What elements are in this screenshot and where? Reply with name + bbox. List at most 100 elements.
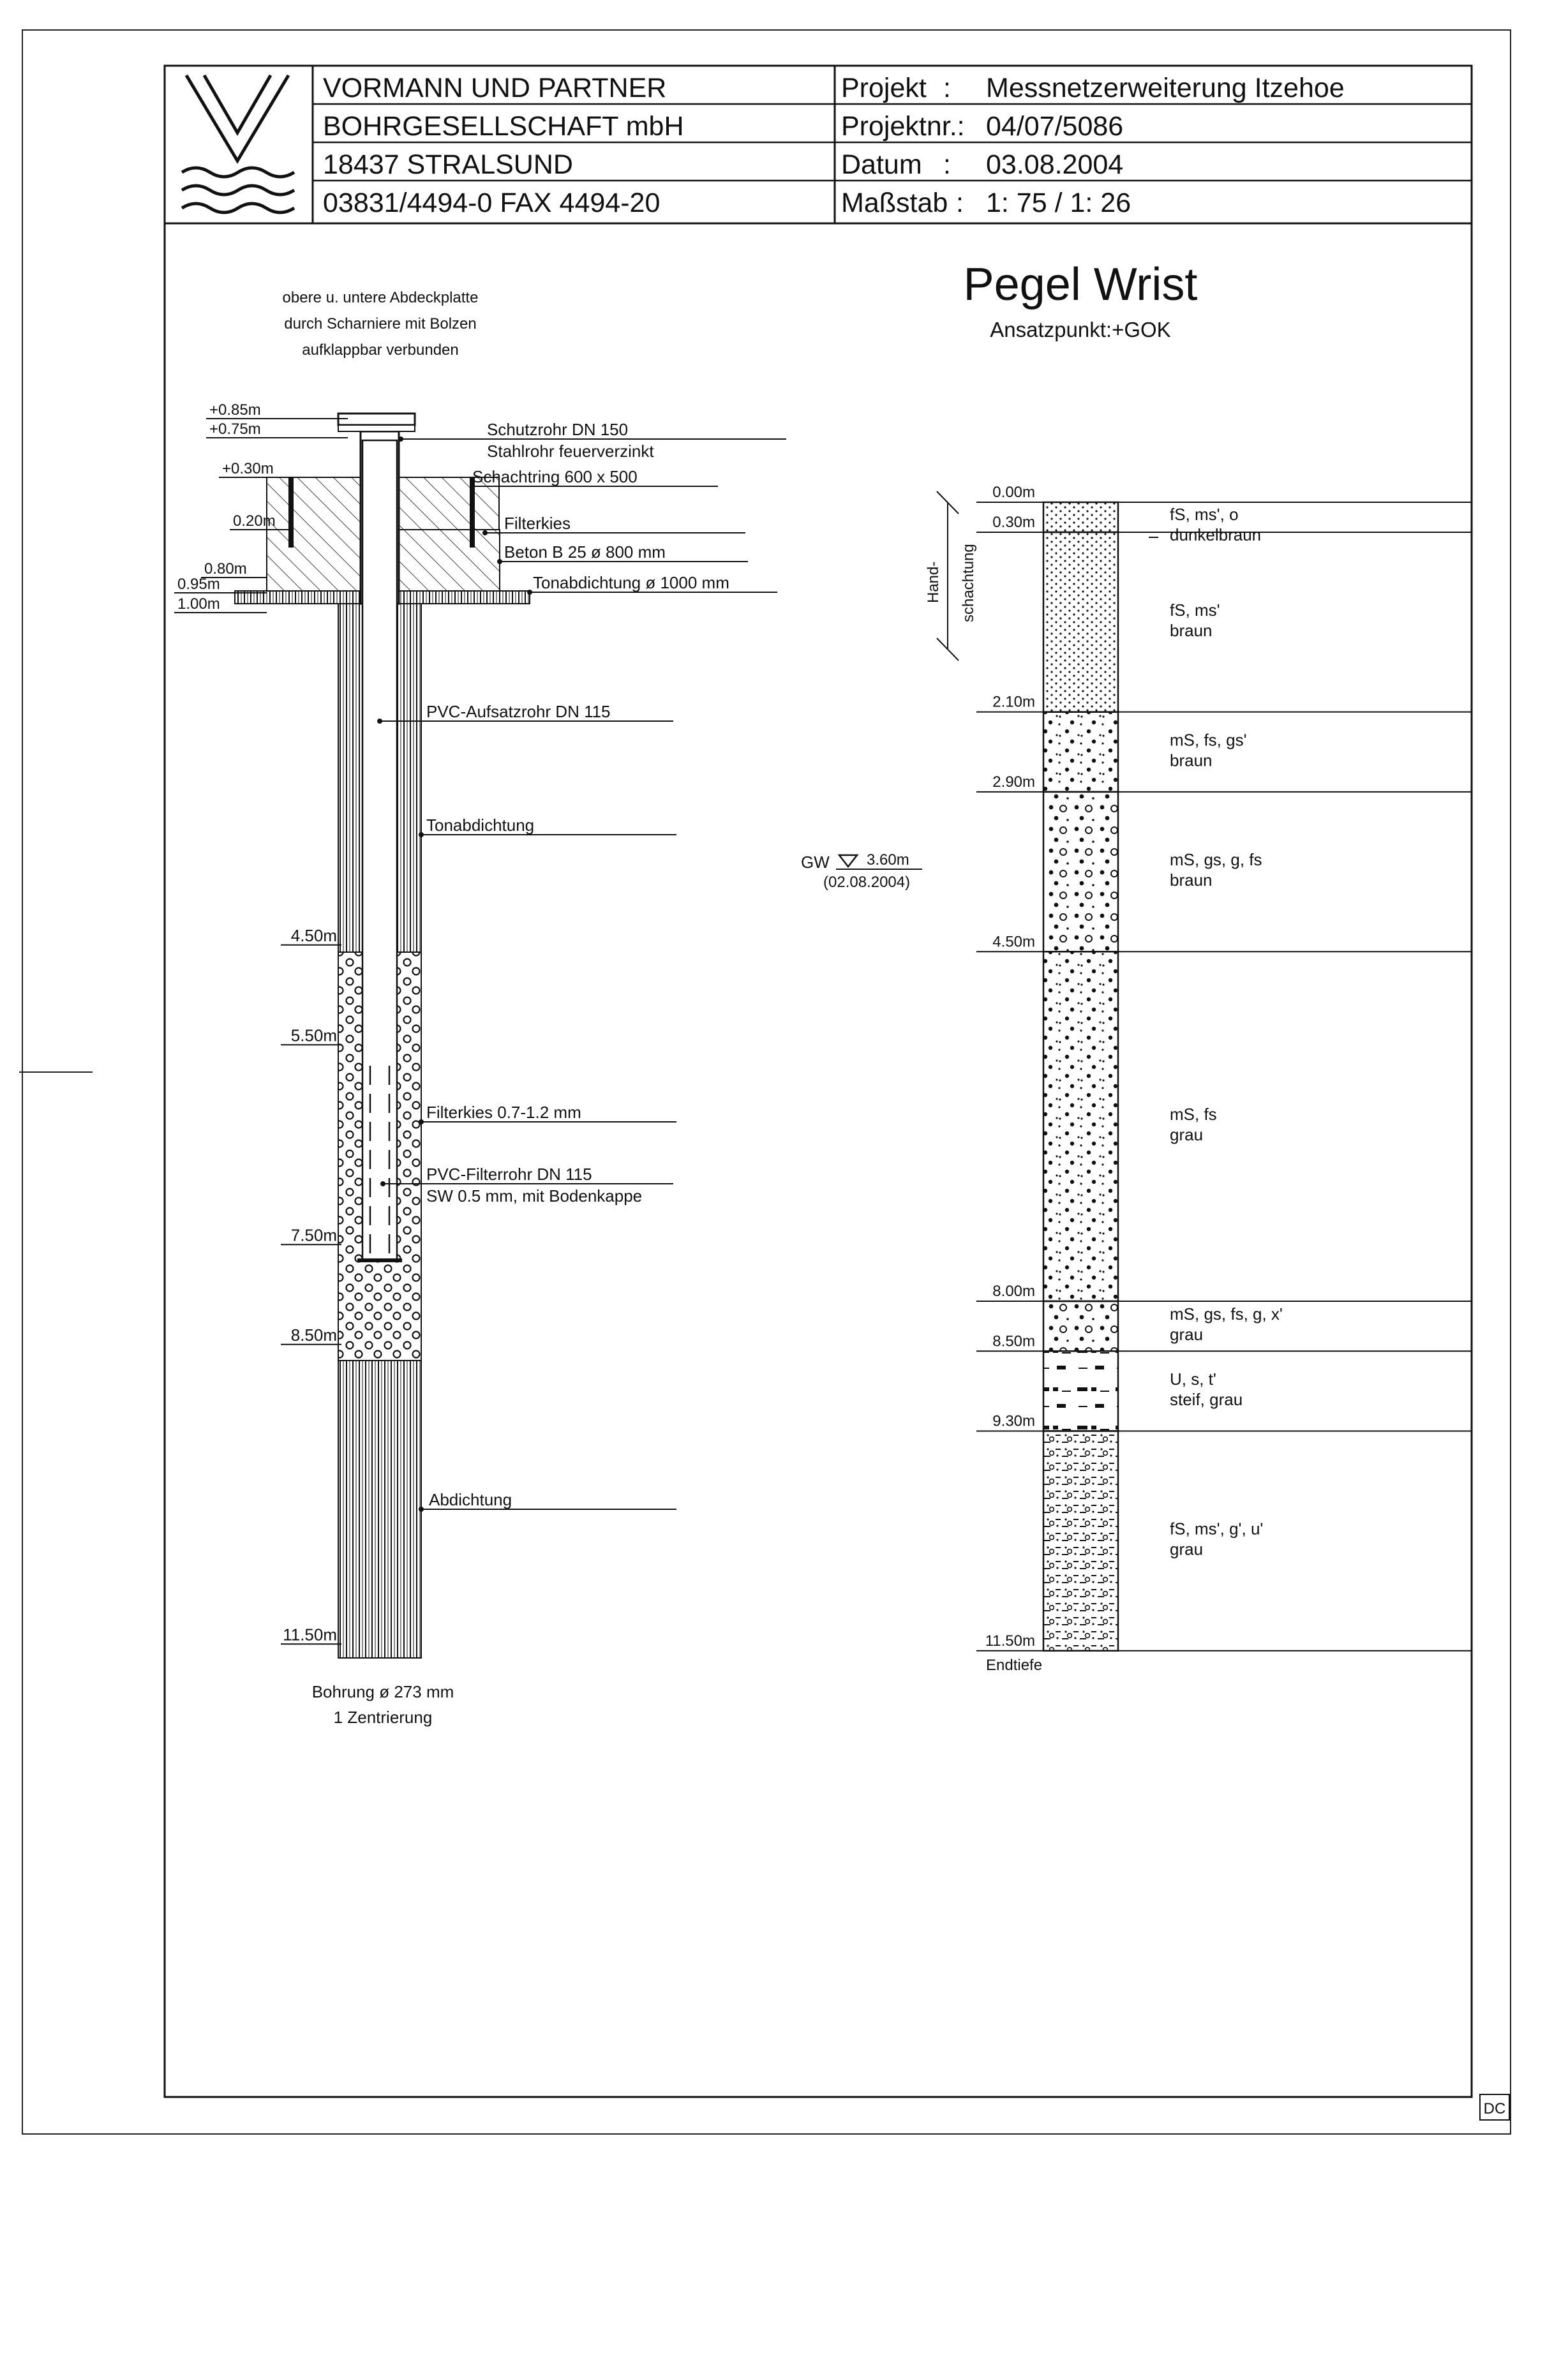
well-level-label: 0.80m — [204, 560, 247, 578]
well-annotation-text: PVC-Aufsatzrohr DN 115 — [426, 702, 611, 721]
layer-description: U, s, t' — [1170, 1369, 1216, 1389]
field-separator: : — [943, 149, 951, 180]
well-annotation-text: Tonabdichtung — [426, 816, 534, 835]
hand-excavation-label: Hand- — [925, 562, 942, 603]
well-depth-label: 5.50m — [291, 1026, 337, 1045]
field-key: Projekt — [841, 73, 927, 103]
well-level-label: +0.30m — [222, 460, 274, 477]
cover-plate-upper — [337, 412, 416, 426]
leader-dot — [398, 436, 403, 442]
well-construction — [234, 412, 530, 1659]
well-annotation-text: Filterkies — [504, 514, 571, 533]
well-annotation-text: Abdichtung — [429, 1490, 512, 1509]
well-annotation-text: Tonabdichtung ø 1000 mm — [533, 573, 729, 592]
layer-description: grau — [1170, 1540, 1203, 1559]
cover-plate-lower — [338, 424, 415, 432]
hand-excavation-label: schachtung — [960, 544, 977, 622]
cover-note-line: durch Scharniere mit Bolzen — [284, 315, 476, 332]
cover-note-line: aufklappbar verbunden — [302, 341, 459, 359]
leader-dot — [380, 1181, 385, 1186]
well-annotation-text: Schachtring 600 x 500 — [472, 467, 638, 486]
soil-layer-column — [1042, 531, 1119, 713]
well-annotation-text: Schutzrohr DN 150 — [487, 420, 628, 439]
hand-excavation-marker: Hand- schachtung — [925, 491, 977, 661]
layer-depth-label: 8.00m — [992, 1283, 1035, 1300]
title-block: VORMANN UND PARTNER BOHRGESELLSCHAFT mbH… — [165, 66, 1472, 225]
well-annotation-text: Filterkies 0.7-1.2 mm — [426, 1103, 581, 1122]
company-line: 03831/4494-0 FAX 4494-20 — [323, 188, 660, 218]
field-separator: : — [956, 188, 964, 218]
pvc-filter-screen — [369, 1066, 391, 1254]
shaft-ring-wall — [288, 477, 294, 548]
well-annotation-text: Stahlrohr feuerverzinkt — [487, 442, 654, 461]
drawing-subtitle: Ansatzpunkt:+GOK — [990, 318, 1170, 341]
layer-description: grau — [1170, 1125, 1203, 1144]
field-key: Datum — [841, 149, 922, 180]
well-depth-label: 8.50m — [291, 1325, 337, 1345]
field-key: Maßstab — [841, 188, 948, 218]
centering-text: 1 Zentrierung — [334, 1708, 433, 1727]
layer-depth-label: 4.50m — [992, 933, 1035, 950]
soil-layer-column — [1042, 501, 1119, 533]
borehole-diameter-text: Bohrung ø 273 mm — [312, 1682, 454, 1701]
pvc-riser-pipe — [361, 439, 398, 1262]
well-depth-label: 11.50m — [283, 1625, 337, 1644]
soil-layer-column — [1042, 711, 1119, 793]
well-annotation-text: Beton B 25 ø 800 mm — [504, 542, 666, 562]
well-annotation-text: PVC-Filterrohr DN 115 — [426, 1165, 592, 1184]
groundwater-date: (02.08.2004) — [823, 874, 910, 891]
leader-dot — [470, 484, 475, 489]
date-value: 03.08.2004 — [986, 149, 1123, 180]
bottom-seal — [338, 1360, 422, 1659]
groundwater-prefix: GW — [801, 853, 830, 872]
layer-description: mS, fs — [1170, 1105, 1217, 1124]
layer-depth-label: 0.30m — [992, 514, 1035, 531]
field-key: Projektnr.: — [841, 111, 965, 142]
layer-depth-label: 2.90m — [992, 773, 1035, 791]
layer-depth-label: 0.00m — [992, 484, 1035, 501]
well-level-label: +0.85m — [209, 401, 261, 419]
layer-description: fS, ms', g', u' — [1170, 1519, 1263, 1539]
company-line: BOHRGESELLSCHAFT mbH — [323, 111, 684, 142]
well-level-label: 1.00m — [177, 595, 220, 613]
layer-description: braun — [1170, 621, 1213, 640]
soil-layer-column — [1042, 951, 1119, 1302]
well-level-markers: +0.85m+0.75m+0.30m0.20m0.80m0.95m1.00m4.… — [174, 401, 348, 1645]
layer-description: mS, gs, g, fs — [1170, 850, 1262, 869]
groundwater-marker: GW 3.60m (02.08.2004) — [801, 851, 922, 891]
layer-description: braun — [1170, 870, 1213, 890]
shaft-ring-wall — [470, 477, 475, 548]
layer-description: fS, ms', o — [1170, 505, 1239, 524]
layer-description: grau — [1170, 1325, 1203, 1344]
layer-depth-label: 2.10m — [992, 694, 1035, 711]
corner-mark-box — [1479, 2094, 1510, 2121]
well-depth-label: 7.50m — [291, 1225, 337, 1244]
field-separator: : — [943, 73, 951, 103]
drawing-title: Pegel Wrist — [964, 259, 1198, 310]
well-level-label: +0.75m — [209, 421, 261, 438]
layer-description: mS, gs, fs, g, x' — [1170, 1304, 1283, 1324]
groundwater-depth: 3.60m — [867, 851, 909, 869]
layer-depth-label: 9.30m — [992, 1412, 1035, 1429]
leader-dot — [419, 1119, 424, 1124]
project-name: Messnetzerweiterung Itzehoe — [986, 73, 1345, 103]
corner-mark: DC — [1484, 2100, 1506, 2117]
leader-dot — [377, 719, 382, 724]
soil-layer-column — [1042, 1300, 1119, 1352]
company-line: VORMANN UND PARTNER — [323, 73, 666, 103]
layer-depth-label: 11.50m — [985, 1632, 1035, 1650]
company-logo-icon — [181, 74, 295, 214]
cover-note-line: obere u. untere Abdeckplatte — [283, 289, 479, 306]
well-depth-label: 4.50m — [291, 926, 337, 945]
scale-value: 1: 75 / 1: 26 — [986, 188, 1131, 218]
company-line: 18437 STRALSUND — [323, 149, 573, 180]
end-depth-label: Endtiefe — [986, 1657, 1042, 1674]
layer-description: dunkelbraun — [1170, 525, 1261, 544]
leader-dot — [497, 559, 502, 564]
sheet-frame — [22, 29, 1511, 2135]
soil-layer-column — [1042, 1350, 1119, 1432]
layer-description: steif, grau — [1170, 1390, 1243, 1409]
leader-dot — [482, 530, 488, 535]
layer-description: braun — [1170, 750, 1213, 770]
